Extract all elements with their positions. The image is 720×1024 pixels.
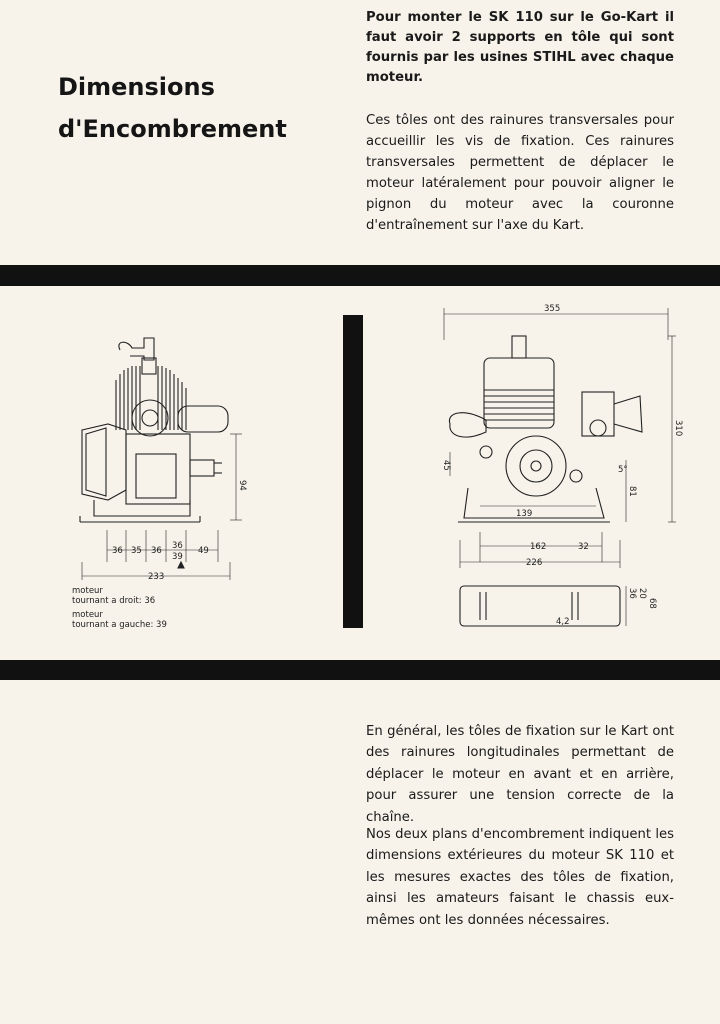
dim-39: 39 bbox=[172, 552, 183, 562]
dim-36-a: 36 bbox=[112, 546, 123, 556]
top-separator-bar bbox=[0, 265, 720, 286]
note-left-label: moteur bbox=[72, 610, 103, 620]
dim-310: 310 bbox=[673, 420, 683, 436]
front-view-drawing: 36 35 36 36 39 49 233 94 bbox=[79, 337, 247, 582]
intro-bold-paragraph: Pour monter le SK 110 sur le Go-Kart il … bbox=[366, 10, 674, 85]
outro-paragraph-1: En général, les tôles de fixation sur le… bbox=[366, 724, 674, 825]
dim-162: 162 bbox=[530, 542, 546, 552]
note-right-text: tournant a droit: 36 bbox=[72, 596, 156, 606]
dim-49: 49 bbox=[198, 546, 209, 556]
dim-slot-4-2: 4,2 bbox=[556, 617, 570, 627]
dim-plate-68: 68 bbox=[647, 598, 657, 609]
dim-32: 32 bbox=[578, 542, 589, 552]
dim-45: 45 bbox=[441, 460, 451, 471]
dim-139: 139 bbox=[516, 509, 532, 519]
bottom-separator-bar bbox=[0, 660, 720, 680]
note-right-label: moteur bbox=[72, 586, 103, 596]
dim-35: 35 bbox=[131, 546, 142, 556]
note-right-rotation: moteur tournant a droit: 36 bbox=[72, 586, 155, 606]
side-cooling-fins bbox=[484, 389, 554, 421]
dim-355: 355 bbox=[544, 304, 560, 314]
title-line-1: Dimensions bbox=[58, 73, 215, 101]
dim-81: 81 bbox=[627, 486, 637, 497]
dim-233: 233 bbox=[148, 572, 164, 582]
note-left-rotation: moteur tournant a gauche: 39 bbox=[72, 610, 167, 630]
side-view-drawing: 355 310 45 5° 139 81 162 32 226 36 20 68… bbox=[441, 304, 683, 627]
dim-94: 94 bbox=[237, 480, 247, 491]
title-line-2: d'Encombrement bbox=[58, 115, 287, 143]
intro-paragraph: Ces tôles ont des rainures transversales… bbox=[366, 113, 674, 233]
dim-226: 226 bbox=[526, 558, 542, 568]
page-title: Dimensions d'Encombrement bbox=[58, 66, 287, 150]
dim-36-c: 36 bbox=[172, 541, 183, 551]
cooling-fins bbox=[115, 366, 187, 430]
dim-36-b: 36 bbox=[151, 546, 162, 556]
outro-paragraph-2: Nos deux plans d'encombrement indiquent … bbox=[366, 827, 674, 928]
dim-plate-20: 20 bbox=[637, 588, 647, 599]
dim-plate-36: 36 bbox=[627, 588, 637, 599]
note-left-text: tournant a gauche: 39 bbox=[72, 620, 167, 630]
dim-5-degree: 5° bbox=[618, 465, 628, 475]
vertical-separator-bar bbox=[343, 315, 363, 628]
